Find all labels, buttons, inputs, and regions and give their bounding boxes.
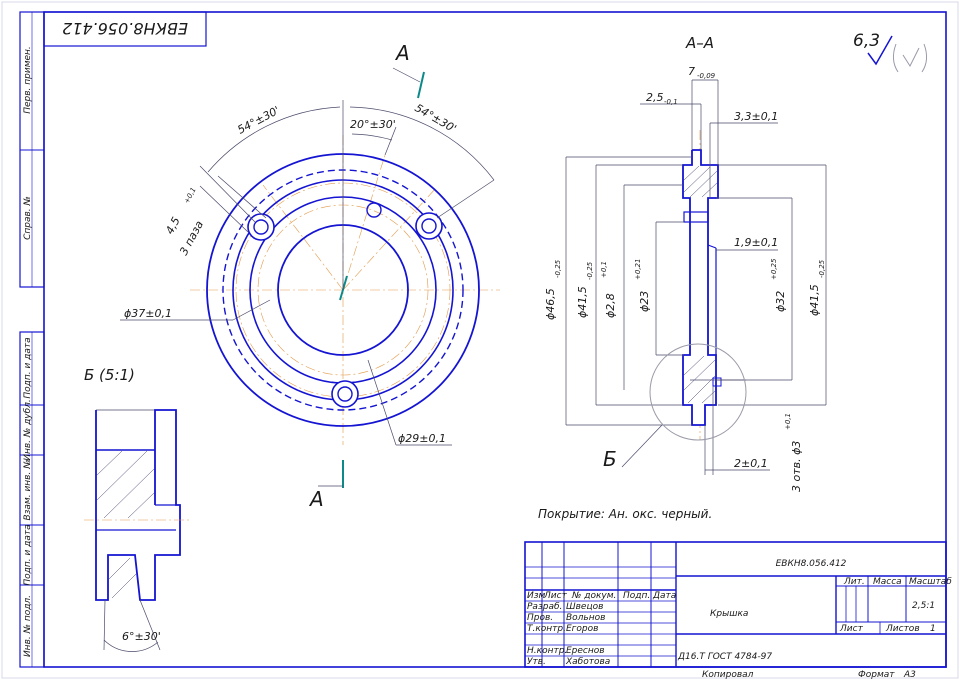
dim-d37: ϕ37±0,1 [124,307,172,320]
footer-format-label: Формат [858,670,895,680]
tb-header-date: Дата [652,591,676,601]
dim-holes: 4,5 [163,215,183,237]
tb-material: Д16.Т ГОСТ 4784-97 [677,652,772,662]
tb-sheets-value: 1 [930,624,936,634]
dim-d465-tol: -0,25 [554,259,562,278]
side-label-replace-no: Взам. инв. № [23,459,33,520]
mirrored-designation-box: ЕВКН8.056.412 [43,11,207,47]
tb-designation: ЕВКН8.056.412 [776,559,847,569]
dim-d28: ϕ2,8 [604,293,617,318]
small-hole [366,202,382,218]
detail-view: Б (5:1) 6°±30' [84,366,190,652]
dim-w25: 2,5 [646,91,664,104]
dim-d29: ϕ29±0,1 [398,432,446,445]
dim-w33: 3,3±0,1 [734,110,778,123]
dim-d415-left: ϕ41,5 [576,286,589,318]
cut-mark-top [417,71,425,99]
tb-scale-value: 2,5:1 [912,601,935,611]
side-label-first-use: Перв. примен. [23,46,33,114]
dim-w7: 7 [688,65,695,78]
tb-sheet-label: Лист [839,624,864,634]
tb-name-check: Вольнов [566,613,605,623]
hole-right [415,212,443,240]
tb-header-sign: Подп. [623,591,650,601]
tb-header-izm: Изм [527,591,546,601]
dim-d465: ϕ46,5 [544,288,557,320]
tb-header-doc: № докум. [571,591,616,601]
tb-role-tcontrol: Т.контр. [527,624,566,634]
dim-d415-right: ϕ41,5 [808,284,821,316]
dim-angle-left: 54°±30' [235,104,281,137]
cut-letter-bottom: А [308,487,324,511]
coating-note: Покрытие: Ан. окс. черный. [538,507,712,521]
dim-d32: ϕ32 [774,291,787,312]
detail-angle: 6°±30' [122,630,161,643]
tb-role-ncontrol: Н.контр. [527,646,567,656]
dim-holes-count: 3 паза [177,218,206,257]
roughness-other-icon [902,47,920,68]
mirrored-designation: ЕВКН8.056.412 [62,19,188,38]
tb-name-dev: Швецов [566,602,603,612]
tb-role-approve: Утв. [527,657,546,667]
cut-letter-top: А [394,41,410,65]
detail-title: Б (5:1) [84,366,135,384]
dim-holes-tol: +0,1 [183,186,198,205]
section-view: А–А 7 -0,09 2,5 -0,1 3,3±0,1 [544,34,827,492]
roughness-check-icon [867,35,893,66]
tb-scale-label: Масштаб [909,577,952,587]
dim-d32-tol: +0,25 [770,258,778,280]
detail-circle [649,343,747,441]
side-label-sign-date-2: Подп. и дата [23,524,33,585]
hole-left [247,213,275,241]
tb-role-dev: Разраб. [527,602,562,612]
section-title: А–А [685,34,714,52]
tb-part-name: Крышка [710,609,748,619]
dim-w7-tol: -0,09 [697,72,716,80]
tb-name-ncontrol: Ереснов [566,646,605,656]
roughness-value: 6,3 [853,31,880,51]
dim-d28-tol: +0,1 [600,261,608,278]
main-view: 54°±30' 54°±30' 20°±30' 4,5 +0,1 3 паза … [120,41,500,511]
side-label-orig-no: Инв. № подл. [23,595,33,657]
dim-angle-top: 20°±30' [350,118,396,131]
side-label-dup-no: Инв. № дубл. [23,399,33,461]
tb-role-check: Пров. [527,613,553,623]
left-side-strip: Перв. примен. Справ. № Подп. и дата Инв.… [19,11,45,668]
hole-bottom [331,380,359,408]
dim-w19: 1,9±0,1 [734,236,778,249]
tb-header-list: Лист [543,591,568,601]
footer-format-value: А3 [903,670,916,680]
side-label-sign-date-1: Подп. и дата [23,337,33,398]
title-block: Изм Лист № докум. Подп. Дата Разраб. Шве… [524,541,952,668]
dim-d415-right-tol: -0,25 [818,259,826,278]
footer-copied: Копировал [702,670,754,680]
dim-d415-left-tol: -0,25 [586,261,594,280]
side-label-ref-no: Справ. № [23,196,33,240]
dim-d23: ϕ23 [638,291,651,312]
dim-w2: 2±0,1 [734,457,768,470]
tb-name-approve: Хаботова [565,657,610,667]
dim-d23-tol: +0,21 [634,259,642,280]
tb-lit-label: Лит. [843,577,865,587]
detail-callout: Б [603,447,617,471]
dim-holes3: 3 отв. ϕ3 [790,441,803,492]
tb-sheets-label: Листов [885,624,920,634]
dim-holes3-tol: +0,1 [784,413,792,430]
dim-w25-tol: -0,1 [664,98,678,106]
roughness-mark: 6,3 [853,31,928,73]
tb-mass-label: Масса [873,577,902,587]
tb-name-tcontrol: Егоров [566,624,598,634]
dim-angle-right: 54°±30' [413,101,459,135]
